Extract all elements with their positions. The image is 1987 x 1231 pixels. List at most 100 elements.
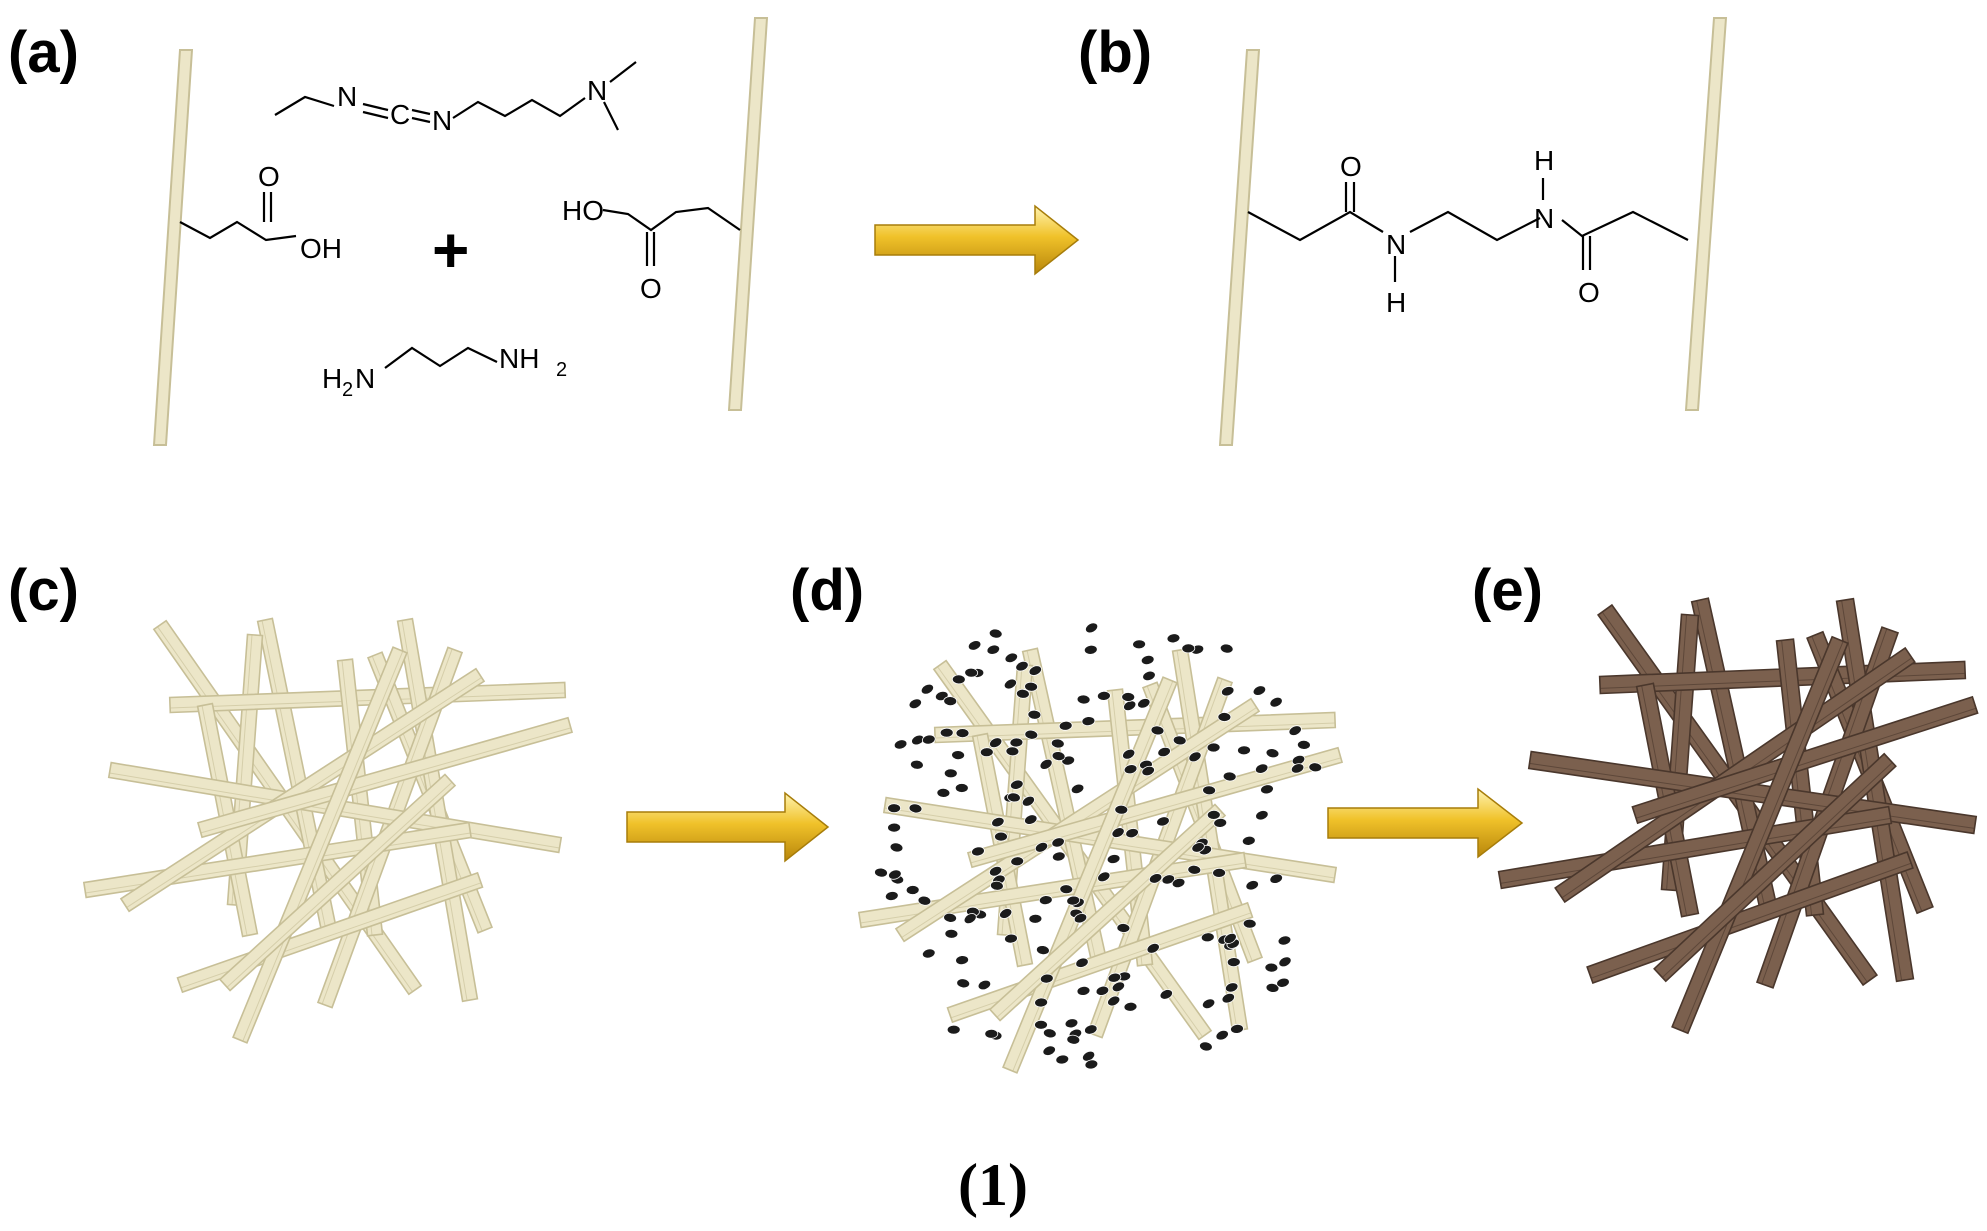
nanoparticle [1212, 867, 1226, 878]
nanoparticle [1213, 817, 1228, 828]
nanoparticle [1222, 771, 1237, 782]
nanoparticle [893, 739, 908, 750]
nanoparticle [1028, 913, 1043, 924]
nanoparticle [951, 750, 965, 761]
nanoparticle [908, 698, 922, 709]
nanoparticle [1226, 957, 1241, 968]
edc-n2: N [432, 105, 452, 136]
nanoparticle [1191, 842, 1205, 853]
fiber-rod-c-1-facet [261, 620, 328, 936]
product-n1: N [1386, 229, 1406, 260]
nanoparticle [1081, 716, 1096, 727]
nanoparticle [1042, 1028, 1057, 1039]
nanoparticle [963, 913, 977, 925]
nanoparticle [1034, 841, 1049, 853]
acid-left-oh: OH [300, 233, 342, 264]
nanoparticle [1116, 923, 1131, 933]
nanoparticle [1142, 670, 1156, 682]
nanoparticle [1277, 935, 1292, 946]
nanoparticle [1111, 981, 1125, 993]
fiber-rod-c-14-facet [242, 650, 404, 1042]
nanoparticle [991, 816, 1005, 828]
nanoparticle [979, 747, 994, 758]
acid-right-o: O [640, 273, 662, 304]
nanoparticle [1215, 1029, 1229, 1041]
nanoparticle [1172, 735, 1187, 746]
nanoparticle [1036, 945, 1050, 956]
carbon-rod-e-15-facet [1661, 762, 1893, 978]
nanoparticle [1148, 873, 1163, 884]
nanoparticle [1084, 1059, 1099, 1070]
nanoparticle [1114, 804, 1129, 815]
carbon-rod-e-14-facet [1682, 641, 1844, 1032]
arrow-d-to-e [1327, 787, 1524, 859]
arrow-a-to-b [874, 204, 1080, 276]
fiber-right-b [1684, 17, 1728, 411]
product-o1: O [1340, 151, 1362, 182]
nanoparticle [889, 842, 904, 853]
carbon-rod-e-7-facet [1841, 600, 1903, 981]
fiber-network-c [82, 617, 574, 1044]
nanoparticle [1084, 1024, 1098, 1035]
acid-right: HO O [562, 195, 741, 304]
nanoparticle [1181, 643, 1196, 654]
panel-e-label: (e) [1472, 558, 1543, 623]
carbon-rod-e-13-facet [1635, 707, 1977, 819]
nanoparticle [1220, 686, 1235, 697]
nanoparticle [1150, 725, 1165, 736]
fiber-network-d [857, 647, 1344, 1074]
nanoparticle [936, 787, 951, 798]
nanoparticle [1237, 745, 1251, 756]
nanoparticle [1055, 1054, 1070, 1065]
nanoparticle [956, 978, 971, 989]
panel-a: (a) N C N N O OH + [8, 17, 769, 446]
nanoparticle [999, 908, 1013, 919]
nanoparticle [1051, 851, 1066, 862]
nanoparticle [1224, 982, 1239, 993]
nanoparticle [1039, 973, 1054, 984]
fiber-rod-c-13-facet [200, 727, 571, 834]
nanoparticle [888, 869, 902, 880]
nanoparticle [943, 912, 957, 923]
particles-d [874, 622, 1323, 1070]
fiber-rod-d-12 [894, 697, 1261, 943]
nanoparticle [1245, 880, 1259, 891]
nanoparticle [988, 628, 1003, 639]
nanoparticle [1051, 751, 1066, 762]
nanoparticle [1051, 837, 1065, 848]
nanoparticle [944, 928, 959, 939]
nanoparticle [1075, 957, 1089, 968]
nanoparticle [1024, 681, 1038, 692]
nanoparticle [977, 979, 992, 991]
carbon-rod-e-9-facet [1529, 762, 1975, 829]
nanoparticle [1070, 783, 1085, 795]
nanoparticle [1121, 692, 1136, 702]
nanoparticle [1085, 622, 1099, 634]
nanoparticle [1206, 742, 1221, 753]
panel-c: (c) [8, 558, 574, 1044]
nanoparticle [1188, 751, 1202, 763]
nanoparticle [1042, 1045, 1056, 1056]
diamine-sub-left: 2 [342, 379, 353, 401]
nanoparticle [1223, 932, 1237, 944]
nanoparticle [1161, 874, 1176, 885]
panel-c-label: (c) [8, 558, 79, 623]
nanoparticle [1200, 932, 1215, 943]
nanoparticle [1034, 997, 1048, 1008]
acid-right-ho: HO [562, 195, 604, 226]
acid-left-o: O [258, 161, 280, 192]
nanoparticle [908, 803, 923, 814]
nanoparticle [1171, 877, 1186, 889]
nanoparticle [920, 683, 934, 695]
nanoparticle [1122, 748, 1136, 760]
fiber-rod-c-15 [218, 773, 457, 992]
nanoparticle [1050, 738, 1065, 749]
nanoparticle [1039, 758, 1053, 770]
nanoparticle [1269, 696, 1283, 708]
nanoparticle [1107, 972, 1122, 983]
edc-n1: N [337, 81, 357, 112]
nanoparticle [1276, 977, 1290, 988]
nanoparticle [1076, 694, 1091, 705]
nanoparticle [1157, 746, 1171, 758]
